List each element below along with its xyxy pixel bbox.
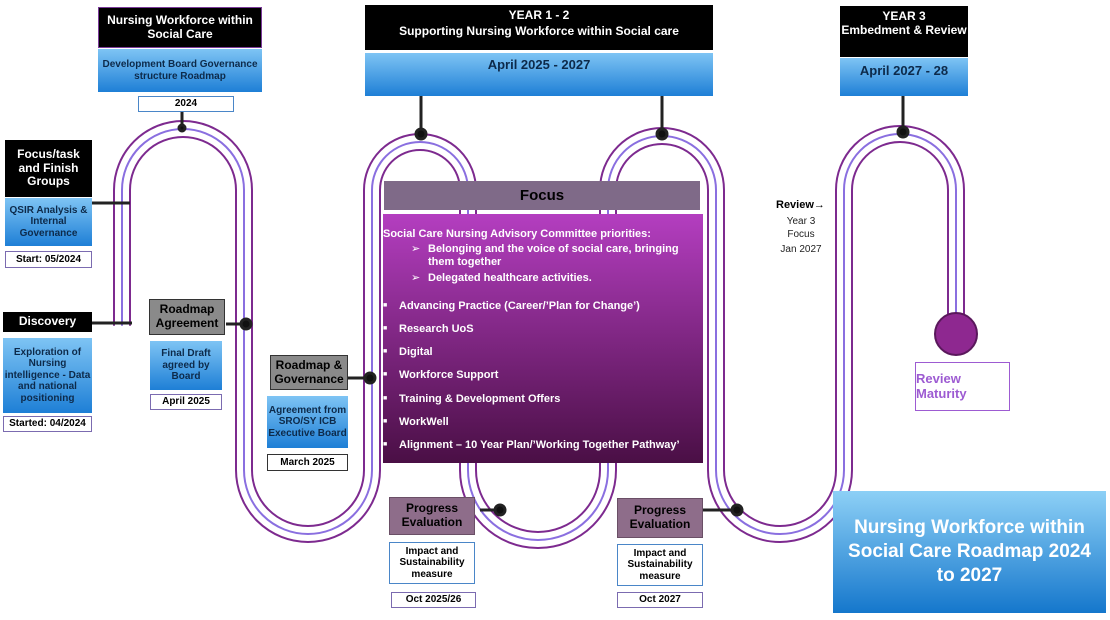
year3-subtitle: Embedment & Review [841, 23, 967, 38]
year3-header-box: YEAR 3 Embedment & Review [840, 6, 968, 57]
year3-title: YEAR 3 [882, 9, 926, 23]
jan-2027-label: Jan 2027 [780, 244, 822, 255]
impact-measure-2-box: Impact and Sustainability measure [617, 544, 703, 586]
year-2024-label: 2024 [138, 96, 234, 112]
connector-dot-progress2 [730, 503, 744, 517]
nursing-workforce-title-box: Nursing Workforce within Social Care [98, 7, 262, 48]
focus-item: WorkWell [383, 416, 697, 439]
focus-task-groups-box: Focus/task and Finish Groups [5, 140, 92, 197]
oct-2025-26-label: Oct 2025/26 [391, 592, 476, 608]
qsir-analysis-box: QSIR Analysis & Internal Governance [5, 198, 92, 246]
focus-sub-item: Delegated healthcare activities. [383, 272, 697, 285]
focus-item: Training & Development Offers [383, 393, 697, 416]
impact-measure-1-box: Impact and Sustainability measure [389, 542, 475, 584]
connector-dot-roadmap-governance [363, 371, 377, 385]
connector-dot-year12-right [655, 127, 669, 141]
track-outer [113, 120, 965, 533]
focus-item: Advancing Practice (Career/’Plan for Cha… [383, 300, 697, 323]
connector-dot-roadmap-agreement [239, 317, 253, 331]
review-label: Review→ [776, 199, 836, 213]
focus-item: Research UoS [383, 323, 697, 346]
final-draft-box: Final Draft agreed by Board [150, 341, 222, 390]
connector-dot-year3 [896, 125, 910, 139]
connector-dot-2024 [177, 123, 187, 133]
development-board-box: Development Board Governance structure R… [98, 49, 262, 92]
focus-header: Focus [384, 181, 700, 210]
year3-date-box: April 2027 - 28 [840, 58, 968, 96]
focus-item: Workforce Support [383, 369, 697, 392]
review-arrow-icon: → [813, 199, 825, 211]
year12-title: YEAR 1 - 2 [508, 8, 570, 22]
roadmap-governance-box: Roadmap & Governance [270, 355, 348, 390]
focus-sub-list: Belonging and the voice of social care, … [383, 243, 697, 286]
started-0424-label: Started: 04/2024 [3, 416, 92, 432]
progress-evaluation-1-box: Progress Evaluation [389, 497, 475, 535]
exploration-box: Exploration of Nursing intelligence - Da… [3, 338, 92, 413]
review-text: Review [776, 199, 814, 211]
march-2025-label: March 2025 [267, 454, 348, 471]
connector-dot-progress1 [493, 503, 507, 517]
review-maturity-circle [934, 312, 978, 356]
progress-evaluation-2-box: Progress Evaluation [617, 498, 703, 538]
oct-2027-label: Oct 2027 [617, 592, 703, 608]
focus-priorities-box: Social Care Nursing Advisory Committee p… [383, 214, 703, 463]
year3-focus-label: Year 3 Focus [786, 216, 816, 240]
focus-item: Alignment – 10 Year Plan/’Working Togeth… [383, 439, 697, 462]
discovery-box: Discovery [3, 312, 92, 332]
focus-priority-list: Advancing Practice (Career/’Plan for Cha… [383, 300, 697, 463]
connector-dot-year12-left [414, 127, 428, 141]
start-0524-label: Start: 05/2024 [5, 251, 92, 268]
agreement-sro-box: Agreement from SRO/SY ICB Executive Boar… [267, 396, 348, 448]
year12-header-box: YEAR 1 - 2 Supporting Nursing Workforce … [365, 5, 713, 50]
roadmap-agreement-box: Roadmap Agreement [149, 299, 225, 335]
focus-sub-item: Belonging and the voice of social care, … [383, 243, 697, 269]
roadmap-title-box: Nursing Workforce within Social Care Roa… [833, 491, 1106, 613]
review-maturity-box: Review Maturity [915, 362, 1010, 411]
year12-date-box: April 2025 - 2027 [365, 53, 713, 96]
focus-item: Digital [383, 346, 697, 369]
focus-intro: Social Care Nursing Advisory Committee p… [383, 228, 651, 240]
year12-subtitle: Supporting Nursing Workforce within Soci… [399, 24, 679, 38]
april-2025-label: April 2025 [150, 394, 222, 410]
